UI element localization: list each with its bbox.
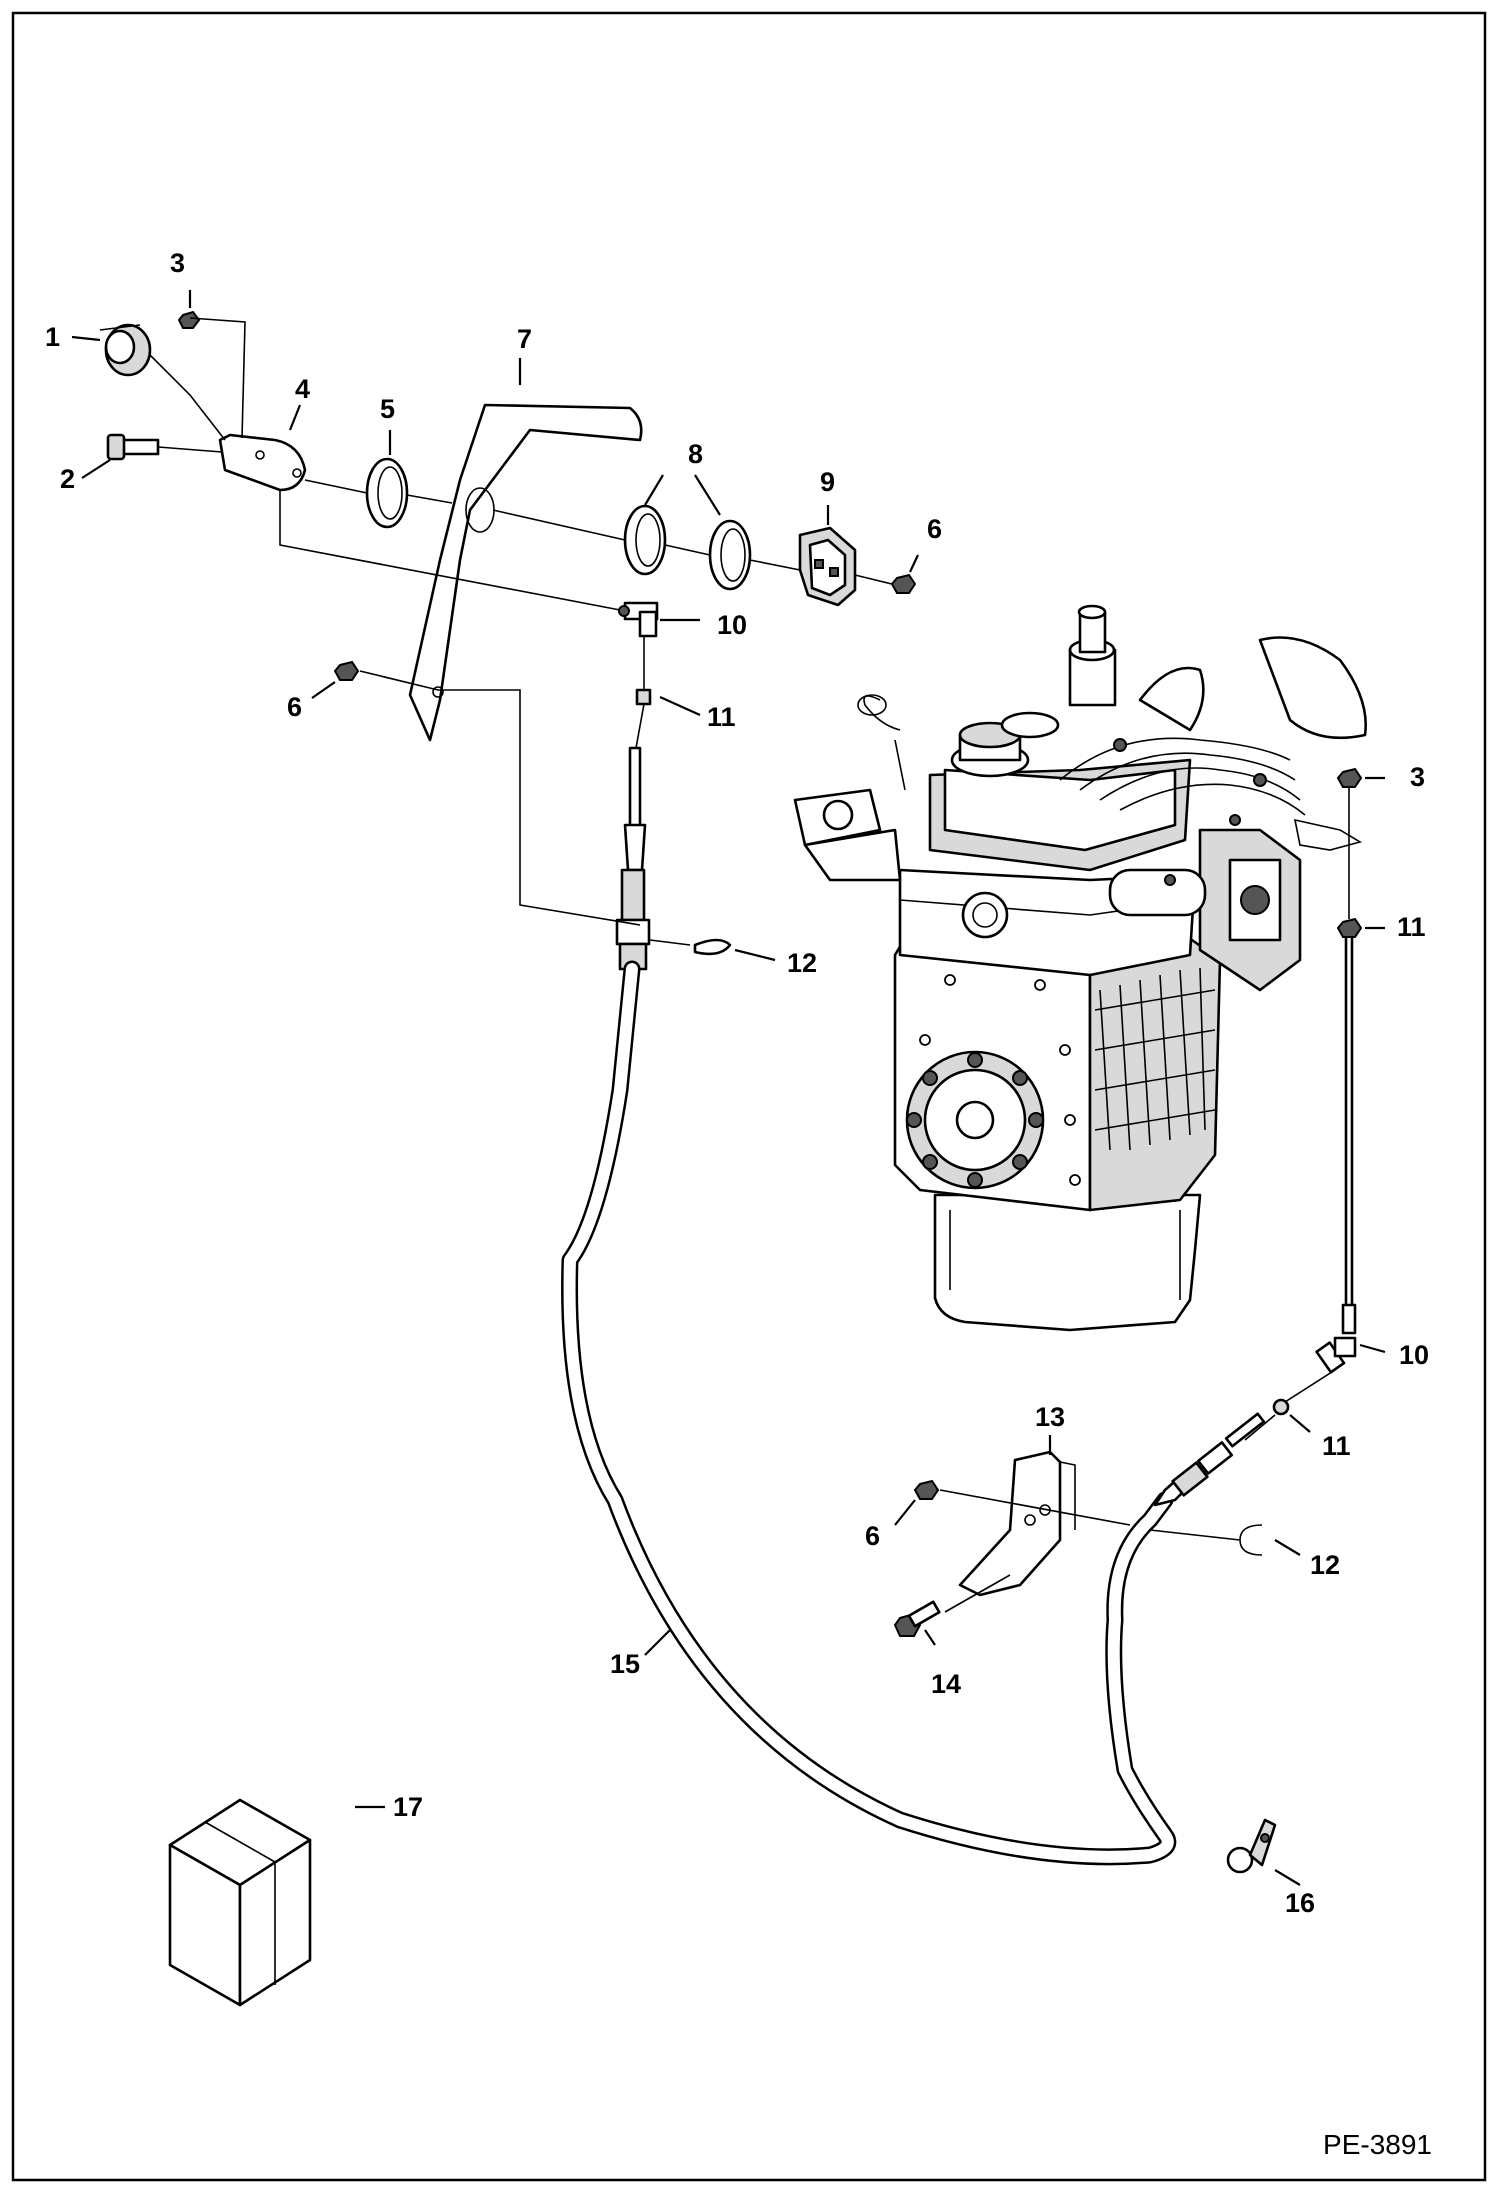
callout-3-right: 3 [1410,762,1425,792]
callout-6-top: 6 [927,514,942,544]
engine-assembly [793,604,1367,1332]
callout-17: 17 [393,1792,423,1822]
part-9-clip [798,526,857,607]
callout-1: 1 [45,322,60,352]
part-10-fitting-upper [618,601,659,638]
callout-9: 9 [820,467,835,497]
part-11-ferrule-lower [1272,1398,1290,1416]
callout-14: 14 [931,1669,961,1699]
part-1-knob [99,323,152,377]
callout-11-upper: 11 [707,702,736,732]
part-17-kit-box [168,1798,312,2007]
page-border [11,11,1487,2182]
callout-11-lower: 11 [1322,1431,1351,1461]
callout-3-left: 3 [170,248,185,278]
callout-6-left: 6 [287,692,302,722]
part-4-lever [218,433,307,492]
callout-labels: 1 2 3 3 4 5 6 6 6 7 8 9 10 10 11 11 11 1… [45,248,1429,1918]
callout-15: 15 [610,1649,640,1679]
part-15-cable-hose [561,960,1177,1866]
part-16-clamp [1226,1818,1277,1874]
callout-7: 7 [517,324,532,354]
cable-rod-right [1344,928,1354,1312]
callout-4: 4 [295,374,310,404]
part-3-nut-left [177,310,201,329]
callout-16: 16 [1285,1888,1315,1918]
callout-2: 2 [60,464,75,494]
part-7-bracket [408,403,643,742]
part-10-fitting-lower [1315,1336,1357,1374]
part-6-nut-lower [913,1479,940,1500]
callout-10-lower: 10 [1399,1340,1429,1370]
part-3-nut-right [1336,767,1363,788]
part-6-nut-left [333,660,360,681]
callout-12-left: 12 [787,948,817,978]
drawing-code: PE-3891 [1323,2129,1432,2160]
callout-6-lower: 6 [865,1521,880,1551]
block-ribs [1094,967,1216,1151]
callout-13: 13 [1035,1402,1065,1432]
part-12-clip-right [1239,1524,1263,1556]
callout-11-right: 11 [1397,912,1426,942]
part-14-bolt [893,1600,941,1637]
part-12-clip-left [693,938,732,956]
callout-10-upper: 10 [717,610,747,640]
part-13-bracket [958,1450,1062,1597]
part-5-ring [365,457,409,529]
part-11-ferrule-upper [635,688,652,706]
part-11-nut-right [1336,917,1363,938]
part-2-bolt [106,433,160,461]
throttle-cable-upper [615,746,651,971]
callout-8: 8 [688,439,703,469]
throttle-cable-lower [1153,1412,1266,1507]
leader-lines [71,290,1386,1886]
part-6-nut-top [890,573,917,594]
callout-5: 5 [380,394,395,424]
callout-12-right: 12 [1310,1550,1340,1580]
part-8-rings [623,504,752,591]
